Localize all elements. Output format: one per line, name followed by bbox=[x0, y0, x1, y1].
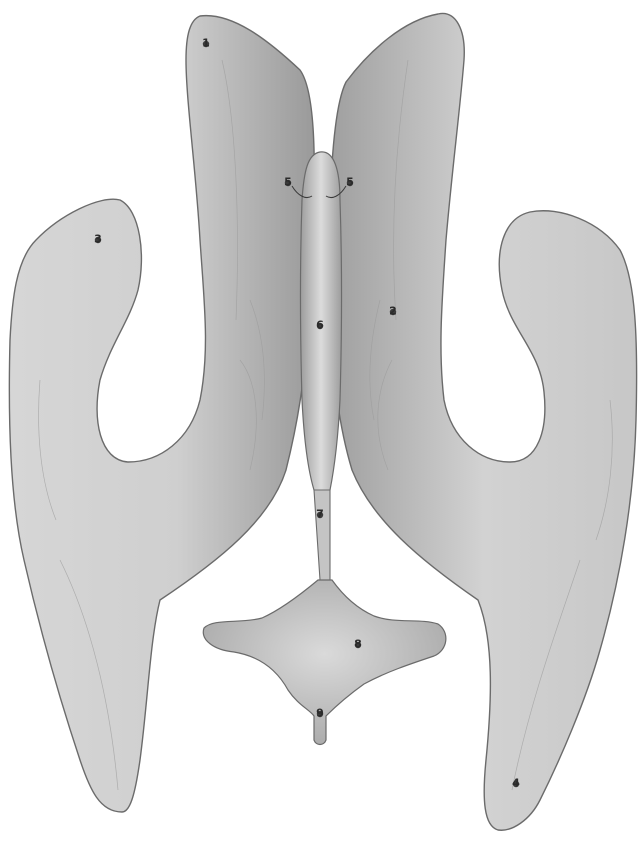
marker-3: 3 bbox=[94, 233, 102, 246]
svg-text:9: 9 bbox=[316, 707, 324, 720]
svg-text:6: 6 bbox=[316, 319, 324, 332]
marker-2: 2 bbox=[389, 305, 397, 318]
svg-text:5: 5 bbox=[284, 176, 292, 189]
cerebral-aqueduct bbox=[314, 490, 330, 580]
left-lateral-ventricle bbox=[9, 16, 314, 812]
marker-1: 1 bbox=[202, 37, 210, 50]
marker-9: 9 bbox=[316, 707, 324, 720]
svg-text:3: 3 bbox=[94, 233, 102, 246]
svg-text:7: 7 bbox=[316, 508, 324, 521]
svg-text:4: 4 bbox=[512, 777, 520, 790]
right-lateral-ventricle bbox=[330, 13, 637, 830]
marker-6: 6 bbox=[316, 319, 324, 332]
svg-text:1: 1 bbox=[202, 37, 210, 50]
fourth-ventricle bbox=[203, 580, 446, 745]
svg-text:2: 2 bbox=[389, 305, 397, 318]
svg-text:8: 8 bbox=[354, 638, 362, 651]
svg-text:5: 5 bbox=[346, 176, 354, 189]
marker-7: 7 bbox=[316, 508, 324, 521]
marker-8: 8 bbox=[354, 638, 362, 651]
marker-4: 4 bbox=[512, 777, 520, 790]
